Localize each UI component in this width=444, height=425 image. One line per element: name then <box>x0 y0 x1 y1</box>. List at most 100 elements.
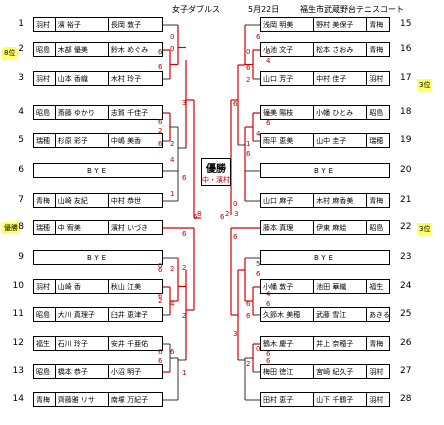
match-score: 6 <box>266 300 271 308</box>
match-score: 1 <box>182 369 187 377</box>
match-score: 2 <box>246 76 251 84</box>
match-score: 2 <box>158 127 163 135</box>
entry-number: 22 <box>400 222 412 232</box>
player-2: 濱村 いづき <box>110 223 149 232</box>
match-score: 2 <box>246 360 251 368</box>
club-name: 昭島 <box>34 43 56 56</box>
club-name: 昭島 <box>34 106 56 119</box>
entry-number: 4 <box>18 107 24 117</box>
match-score: 6 <box>256 270 261 278</box>
match-score: 0 <box>256 345 261 353</box>
player-2: 松本 さおみ <box>314 43 368 56</box>
player-1: 橋本 恭子 <box>56 365 109 378</box>
entry-number: 15 <box>400 19 412 29</box>
entry-row: 昭島木部 優美鈴木 めぐみ <box>33 42 163 57</box>
entry-row: 山口 麻子木村 麻香美青梅 <box>260 193 390 208</box>
match-score: 6 <box>158 118 163 126</box>
entry-row: 青梅山崎 友紀中村 恭世 <box>33 193 163 208</box>
player-2: 小幡 ひとみ <box>314 106 368 119</box>
entry-number: 2 <box>18 44 24 54</box>
player-1: 久節木 美穂 <box>261 308 314 321</box>
entry-row: 浅岡 明美野村 美保子青梅 <box>260 17 390 32</box>
player-2: 志賀 千佳子 <box>110 108 149 117</box>
entry-number: 25 <box>400 309 412 319</box>
match-score: 4 <box>170 300 175 308</box>
club-name: 青梅 <box>369 196 384 205</box>
entry-number: 11 <box>12 309 24 319</box>
player-2: 中村 恭世 <box>110 196 142 205</box>
entry-row: 梅田 徳江宮崎 紀久子羽村 <box>260 364 390 379</box>
match-score: 4 <box>266 290 271 298</box>
player-2: 宮崎 紀久子 <box>314 365 368 378</box>
player-1: 木部 優美 <box>56 43 109 56</box>
entry-row: 鶴木 慶子井上 奈穂子青梅 <box>260 336 390 351</box>
entry-row: 瑞穂杉原 彩子中嶋 美香 <box>33 133 163 148</box>
entry-row: 羽村山本 香織木村 玲子 <box>33 71 163 86</box>
entry-number: 16 <box>400 44 412 54</box>
entry-row: 瑞穂中 宥美濱村 いづき <box>33 220 163 235</box>
match-score: 6 <box>246 150 251 158</box>
match-score: 6 <box>220 213 225 221</box>
bye-label: BYE <box>313 166 337 175</box>
player-1: 藤本 真理 <box>261 221 315 234</box>
entry-row: BYE <box>33 163 163 178</box>
event-date: 5月22日 <box>248 5 280 14</box>
player-1: 山本 香織 <box>56 72 109 85</box>
player-2: 南塚 万紀子 <box>110 395 149 404</box>
club-name: 瑞穂 <box>34 134 56 147</box>
player-1: 石川 玲子 <box>56 337 109 350</box>
entry-number: 12 <box>12 338 24 348</box>
player-2: 野村 美保子 <box>314 18 368 31</box>
match-score: 0 <box>246 48 251 56</box>
player-1: 大川 真理子 <box>56 308 109 321</box>
match-score: 2 <box>182 312 187 320</box>
match-score: 2 <box>225 210 230 218</box>
player-1: 山口 芳子 <box>261 72 315 85</box>
entry-row: 昭島橋本 恭子小沼 明子 <box>33 364 163 379</box>
entry-row: 藤本 真理伊東 麻絵昭島 <box>260 220 390 235</box>
club-name: あきる野 <box>369 310 390 319</box>
match-score: 6 <box>158 63 163 71</box>
match-score: 6 <box>266 48 271 56</box>
entry-row: 山口 芳子中村 佳子羽村 <box>260 71 390 86</box>
club-name: 瑞穂 <box>369 136 384 145</box>
entry-number: 8 <box>18 222 24 232</box>
club-name: 羽村 <box>34 18 56 31</box>
player-1: 杉原 彩子 <box>56 134 109 147</box>
player-1: 齊藤雅 リサ <box>56 393 109 406</box>
match-score: 6 <box>158 348 163 356</box>
player-1: 小池 文子 <box>261 43 315 56</box>
club-name: 昭島 <box>369 223 384 232</box>
entry-number: 14 <box>12 394 24 404</box>
match-score: 6 <box>266 350 271 358</box>
entry-number: 23 <box>400 252 412 262</box>
final-result-box: 優勝 中・濱村 <box>201 158 231 186</box>
club-name: 青梅 <box>34 393 56 406</box>
player-2: 池田 華織 <box>314 280 368 293</box>
player-2: 臼井 恵津子 <box>110 310 149 319</box>
match-score: 0 <box>170 33 175 41</box>
club-name: 羽村 <box>369 367 384 376</box>
entry-number: 20 <box>400 165 412 175</box>
match-score: 6 <box>233 100 238 108</box>
entry-number: 10 <box>12 281 24 291</box>
final-winner: 中・濱村 <box>202 175 230 184</box>
player-2: 井上 奈穂子 <box>314 337 368 350</box>
match-score: 2 <box>170 265 175 273</box>
match-score: 6 <box>266 357 271 365</box>
club-name: 青梅 <box>369 339 384 348</box>
seed-tag-8th: 8位 <box>2 47 18 59</box>
seed-tag-winner: 優勝 <box>2 222 20 234</box>
player-2: 長岡 敦子 <box>110 20 142 29</box>
player-2: 木村 麻香美 <box>314 194 368 207</box>
match-score: 6 <box>246 64 251 72</box>
entry-number: 7 <box>18 195 24 205</box>
player-1: 山口 麻子 <box>261 194 315 207</box>
match-score: 4 <box>256 130 261 138</box>
player-2: 中村 佳子 <box>314 72 368 85</box>
match-score: 2 <box>170 140 175 148</box>
event-venue: 福生市武蔵野台テニスコート <box>300 5 404 14</box>
entry-row: 青梅齊藤雅 リサ南塚 万紀子 <box>33 392 163 407</box>
